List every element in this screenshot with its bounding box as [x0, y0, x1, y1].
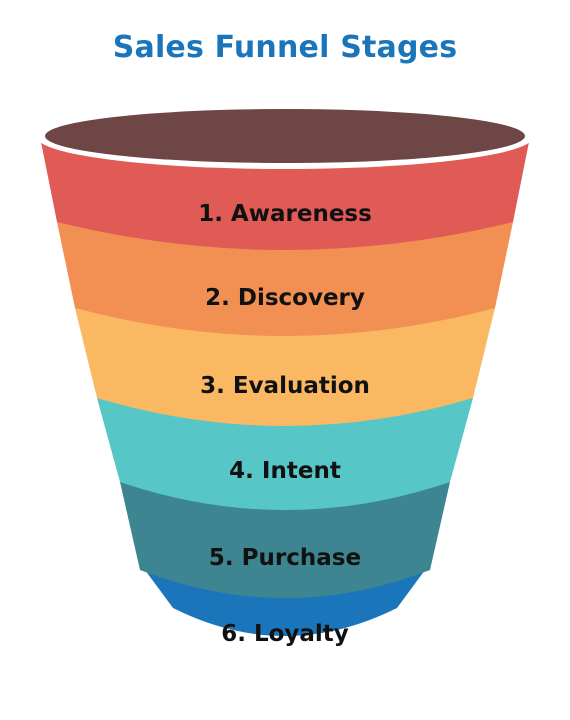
funnel-title: Sales Funnel Stages	[112, 30, 458, 65]
funnel-labels: 1. Awareness 2. Discovery 3. Evaluation 4. …	[198, 201, 372, 647]
funnel-stage-4	[97, 398, 473, 510]
funnel-stage-label: 3. Evaluation	[200, 373, 370, 399]
funnel-stage-3	[75, 308, 495, 426]
funnel-stage-label: 1. Awareness	[198, 201, 372, 227]
funnel-stage-1	[40, 137, 530, 250]
funnel-stage-label: 2. Discovery	[205, 285, 365, 311]
funnel-stage-5	[120, 482, 450, 598]
funnel-stage-label: 5. Purchase	[209, 545, 361, 571]
funnel-stage-label: 6. Loyalty	[221, 621, 349, 647]
funnel-opening	[45, 109, 525, 163]
funnel-stage-label: 4. Intent	[229, 458, 341, 484]
funnel-segments	[40, 137, 530, 636]
funnel-stage-2	[57, 222, 513, 336]
